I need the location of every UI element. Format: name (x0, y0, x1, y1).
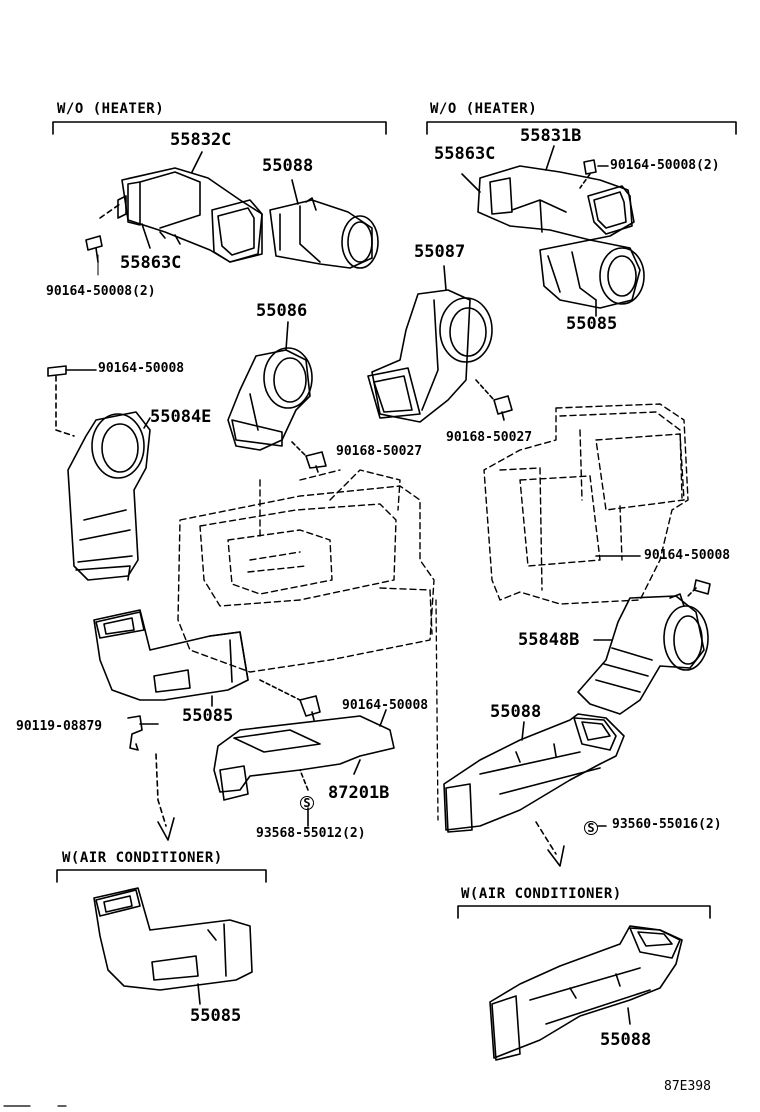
duct-55085-bottom-drawing (93, 887, 253, 991)
dashed-link-right (435, 599, 439, 821)
leader-55832C (191, 151, 203, 173)
part-label-87201B: 87201B (328, 783, 390, 803)
leader-93568 (299, 769, 309, 791)
part-label-90168-left: 90168-50027 (336, 444, 423, 459)
part-label-90164-mid-left: 90164-50008 (98, 361, 185, 376)
screw-90164-right-top-drawing (579, 159, 597, 189)
section-label-wo-heater-left: W/O (HEATER) (57, 101, 165, 117)
part-label-90164-right-top: 90164-50008(2) (610, 158, 720, 173)
section-label-w-ac-right: W(AIR CONDITIONER) (461, 886, 622, 902)
part-label-55086: 55086 (256, 301, 308, 321)
leader-55831B (545, 145, 555, 171)
duct-55832C-drawing (117, 167, 263, 263)
section-label-w-ac-left: W(AIR CONDITIONER) (62, 850, 223, 866)
s-mark-right: S (584, 819, 598, 835)
screw-90164-right-mid-drawing (687, 579, 711, 597)
leader-55086 (285, 321, 289, 351)
part-label-55085-right-top: 55085 (566, 314, 618, 334)
part-label-90168-right: 90168-50027 (446, 430, 533, 445)
duct-55831B-drawing (477, 165, 635, 241)
part-label-90119: 90119-08879 (16, 719, 103, 734)
part-label-90164-right-mid: 90164-50008 (644, 548, 731, 563)
part-label-93568: 93568-55012(2) (256, 826, 366, 841)
section-label-wo-heater-right: W/O (HEATER) (430, 101, 538, 117)
s-mark-left: S (300, 794, 314, 810)
part-label-90164-left-top: 90164-50008(2) (46, 284, 156, 299)
part-label-55831B: 55831B (520, 126, 582, 146)
part-label-93560: 93560-55016(2) (612, 817, 722, 832)
leader-55863C-right (461, 173, 481, 193)
bracket-w-ac-left (56, 869, 267, 883)
part-label-55832C: 55832C (170, 130, 232, 150)
part-label-90164-center: 90164-50008 (342, 698, 429, 713)
duct-55848B-drawing (577, 593, 709, 715)
screw-90164-center-drawing (259, 679, 321, 721)
duct-55086-drawing (227, 347, 313, 451)
bracket-wo-heater-right (426, 121, 737, 135)
duct-55088-mid-drawing (443, 713, 625, 833)
leader-55088-mid (521, 721, 525, 741)
screw-90164-mid-left-drawing (47, 365, 97, 437)
duct-55084E-drawing (67, 411, 151, 581)
leader-87201B (353, 759, 361, 775)
heater-unit-drawing (483, 403, 689, 605)
part-label-55088-bottom: 55088 (600, 1030, 652, 1050)
screw-90168-left-drawing (291, 441, 327, 473)
connector-55085-right-top-drawing (539, 239, 645, 309)
leader-55084E (143, 417, 151, 429)
clip-90119-drawing (127, 715, 159, 751)
leader-screw-left-top (99, 203, 121, 219)
arrow-left-head (157, 817, 175, 841)
duct-55085-center-drawing (93, 609, 249, 701)
screw-90168-right-drawing (475, 379, 513, 421)
bracket-wo-heater-left (52, 121, 387, 135)
connector-55088-top-drawing (269, 197, 379, 269)
leader-55085-bottom (197, 983, 201, 1005)
screw-90164-left-top-drawing (85, 235, 103, 276)
part-label-55085-bottom: 55085 (190, 1006, 242, 1026)
duct-55088-bottom-drawing (489, 925, 683, 1061)
arrow-right-drawing (535, 821, 557, 855)
bracket-w-ac-right (457, 905, 711, 919)
part-label-55848B: 55848B (518, 630, 580, 650)
part-label-55088-top: 55088 (262, 156, 314, 176)
arrow-left-drawing (155, 753, 167, 827)
bracket-87201B-drawing (213, 709, 395, 801)
part-label-55863C-left: 55863C (120, 253, 182, 273)
part-label-55088-mid: 55088 (490, 702, 542, 722)
leader-55087 (443, 265, 447, 291)
part-label-55863C-right: 55863C (434, 144, 496, 164)
duct-55087-drawing (367, 289, 493, 423)
part-label-55085-center: 55085 (182, 706, 234, 726)
leader-55863C-left (141, 223, 151, 249)
arrow-right-head (547, 845, 565, 867)
part-label-55084E: 55084E (150, 407, 212, 427)
leader-55088-top (291, 179, 299, 205)
diagram-code: 87E398 (664, 1079, 711, 1094)
center-assembly-drawing (177, 469, 435, 673)
part-label-55087: 55087 (414, 242, 466, 262)
leader-55088-bottom (627, 1007, 631, 1025)
